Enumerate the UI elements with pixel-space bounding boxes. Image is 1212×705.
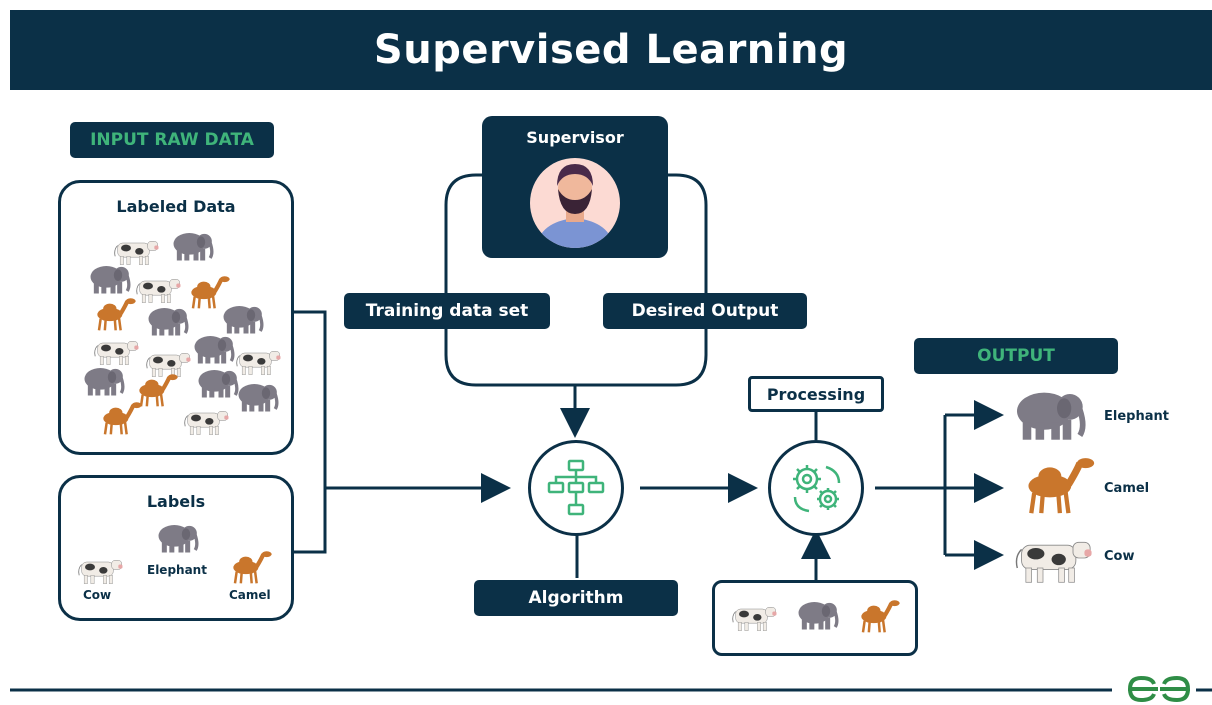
new-input-elephant-icon <box>791 597 841 636</box>
herd-elephant-icon <box>77 363 127 402</box>
algorithm-label: Algorithm <box>474 580 678 616</box>
herd-camel-icon <box>183 275 233 314</box>
new-input-camel-icon <box>853 599 903 638</box>
gears-icon <box>793 465 841 513</box>
output-camel-label: Camel <box>1104 481 1150 496</box>
label-camel: Camel <box>229 588 271 602</box>
labels-panel: Labels Cow Elephant Camel <box>58 475 294 621</box>
label-camel-icon <box>225 550 275 589</box>
training-data-set-label: Training data set <box>344 293 550 329</box>
output-elephant-icon <box>1004 384 1090 448</box>
labeled-data-panel: Labeled Data <box>58 180 294 455</box>
processing-label: Processing <box>748 376 884 412</box>
output-cow-icon <box>1010 528 1096 592</box>
herd-cow-icon <box>91 333 141 372</box>
page-title: Supervised Learning <box>373 27 849 73</box>
label-elephant: Elephant <box>147 563 207 577</box>
labeled-data-title: Labeled Data <box>116 197 236 216</box>
new-input-cow-icon <box>729 599 779 638</box>
herd-camel-icon <box>131 373 181 412</box>
flowchart-icon <box>547 459 605 516</box>
herd-cow-icon <box>181 403 231 442</box>
output-label: OUTPUT <box>914 338 1118 374</box>
new-inputs-box <box>712 580 918 656</box>
herd-elephant-icon <box>187 331 237 370</box>
label-elephant-icon <box>151 520 201 559</box>
output-camel-icon <box>1014 456 1100 520</box>
herd-cow-icon <box>233 343 283 382</box>
supervisor-box: Supervisor <box>482 116 668 258</box>
herd-elephant-icon <box>83 261 133 300</box>
herd-cow-icon <box>111 233 161 272</box>
herd-elephant-icon <box>216 301 266 340</box>
herd-elephant-icon <box>166 228 216 267</box>
processing-node <box>768 440 864 536</box>
desired-output-label: Desired Output <box>603 293 807 329</box>
input-raw-data-label: INPUT RAW DATA <box>70 122 274 158</box>
herd-elephant-icon <box>191 365 241 404</box>
herd-camel-icon <box>89 297 139 336</box>
title-bar: Supervised Learning <box>10 10 1212 90</box>
herd-cow-icon <box>133 271 183 310</box>
supervisor-title: Supervisor <box>526 128 624 147</box>
herd-elephant-icon <box>141 303 191 342</box>
person-avatar-icon <box>530 158 620 248</box>
algorithm-node <box>528 440 624 536</box>
herd-camel-icon <box>95 401 145 440</box>
labels-title: Labels <box>146 492 206 511</box>
herd-elephant-icon <box>231 379 281 418</box>
label-cow: Cow <box>83 588 112 602</box>
output-cow-label: Cow <box>1104 549 1135 564</box>
gfg-logo <box>1127 675 1191 703</box>
label-cow-icon <box>75 552 125 591</box>
herd-cow-icon <box>143 345 193 384</box>
output-elephant-label: Elephant <box>1104 409 1169 424</box>
